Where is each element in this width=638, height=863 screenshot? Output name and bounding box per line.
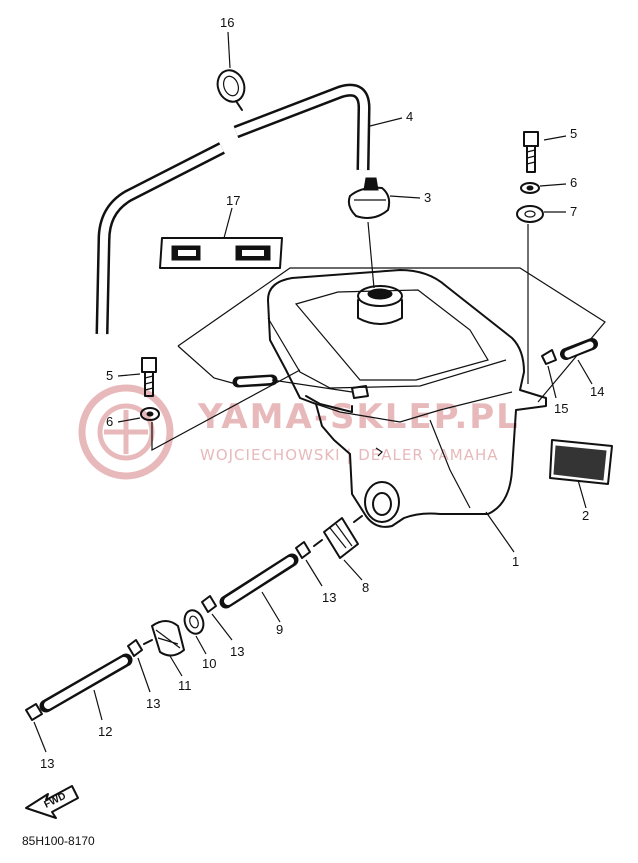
callout-15: 15 — [554, 401, 568, 416]
fuel-cap — [347, 177, 391, 219]
hose-clamp-end — [25, 703, 43, 721]
callout-5-right: 5 — [570, 126, 577, 141]
callout-9: 9 — [276, 622, 283, 637]
callout-13-end: 13 — [40, 756, 54, 771]
forward-arrow-icon: FWD — [25, 785, 79, 819]
callout-labels: 16 4 5 6 3 7 17 5 6 14 15 2 1 8 13 9 13 … — [40, 15, 604, 771]
callout-14: 14 — [590, 384, 604, 399]
fuel-filter — [313, 515, 363, 559]
callout-12: 12 — [98, 724, 112, 739]
callout-13-mid: 13 — [230, 644, 244, 659]
callout-13-lower: 13 — [146, 696, 160, 711]
watermark-brand: YAMA-SKLEP.PL — [197, 397, 520, 437]
small-hose-right — [560, 338, 598, 360]
watermark-tagline: WOJCIECHOWSKI | DEALER YAMAHA — [200, 446, 499, 464]
fwd-label: FWD — [42, 791, 67, 811]
o-ring — [183, 609, 205, 635]
fuel-cock — [143, 620, 185, 657]
drawing-code: 85H100-8170 — [22, 834, 95, 848]
hose-clamp-mid — [201, 595, 217, 613]
bolt-left — [141, 357, 157, 397]
callout-7: 7 — [570, 204, 577, 219]
breather-hose — [95, 83, 371, 335]
callout-3: 3 — [424, 190, 431, 205]
callout-4: 4 — [406, 109, 413, 124]
hose-clamp-ring — [216, 69, 246, 111]
callout-17: 17 — [226, 193, 240, 208]
callout-8: 8 — [362, 580, 369, 595]
watermark: YAMA-SKLEP.PL WOJCIECHOWSKI | DEALER YAM… — [78, 384, 520, 480]
callout-11: 11 — [178, 678, 192, 693]
breather-pipe-left — [232, 374, 369, 399]
watermark-logo — [78, 384, 174, 480]
callout-6-left: 6 — [106, 414, 113, 429]
callout-2: 2 — [582, 508, 589, 523]
grommet-right — [516, 205, 544, 223]
tank-outlet-neck — [364, 481, 400, 523]
callout-1: 1 — [512, 554, 519, 569]
fuel-tank — [267, 269, 547, 528]
washer-left — [140, 407, 160, 421]
callout-16: 16 — [220, 15, 234, 30]
decal — [159, 237, 283, 269]
washer-right — [520, 182, 540, 194]
hose-clip-right — [541, 349, 557, 365]
bolt-right — [523, 131, 539, 173]
callout-10: 10 — [202, 656, 216, 671]
fuel-hose-upper — [219, 553, 299, 609]
callout-6-right: 6 — [570, 175, 577, 190]
hose-clamp-upper — [295, 541, 311, 559]
hose-clamp-lower — [127, 639, 143, 657]
rubber-pad — [549, 439, 613, 485]
fuel-hose-lower — [39, 653, 133, 713]
callout-13-upper: 13 — [322, 590, 336, 605]
callout-5-left: 5 — [106, 368, 113, 383]
